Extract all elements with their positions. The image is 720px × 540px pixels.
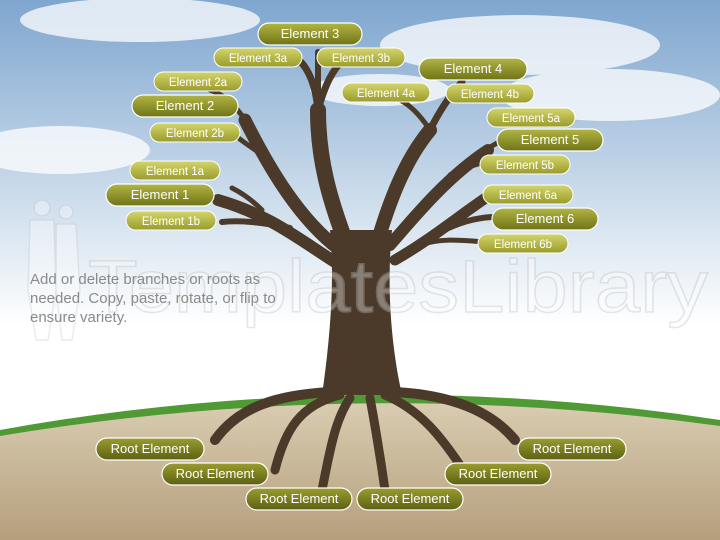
pill-element-6[interactable]: Element 6 [491, 207, 599, 231]
pill-element-5[interactable]: Element 5 [496, 128, 604, 152]
svg-text:Element 5b: Element 5b [496, 160, 554, 172]
svg-text:Element 2: Element 2 [156, 98, 215, 113]
pill-element-6a[interactable]: Element 6a [482, 184, 574, 205]
pill-element-3[interactable]: Element 3 [257, 22, 363, 46]
svg-text:Element 1a: Element 1a [146, 166, 205, 178]
pill-root-4[interactable]: Root Element [356, 487, 464, 511]
pill-element-3b[interactable]: Element 3b [316, 47, 406, 68]
trunk [322, 230, 402, 395]
pill-element-2b[interactable]: Element 2b [149, 122, 241, 143]
watermark-text: TemplatesLibrary [88, 245, 708, 328]
pill-element-6b[interactable]: Element 6b [477, 233, 569, 254]
svg-text:Element 3b: Element 3b [332, 53, 390, 65]
pill-root-5[interactable]: Root Element [444, 462, 552, 486]
svg-text:Element 4b: Element 4b [461, 89, 519, 101]
root-labels: Root Element Root Element Root Element R… [95, 437, 627, 511]
pill-element-4a[interactable]: Element 4a [341, 82, 431, 103]
svg-text:Root Element: Root Element [533, 441, 612, 456]
svg-text:Element 3: Element 3 [281, 26, 340, 41]
pill-root-6[interactable]: Root Element [517, 437, 627, 461]
svg-text:Element 3a: Element 3a [229, 53, 288, 65]
pill-element-1a[interactable]: Element 1a [129, 160, 221, 181]
instruction-text: Add or delete branches or roots as neede… [30, 271, 276, 326]
pill-element-3a[interactable]: Element 3a [213, 47, 303, 68]
svg-text:Element 5a: Element 5a [502, 113, 561, 125]
svg-text:Element 1: Element 1 [131, 187, 190, 202]
tree [207, 49, 520, 495]
pill-element-4[interactable]: Element 4 [418, 57, 528, 81]
pill-root-1[interactable]: Root Element [95, 437, 205, 461]
people-silhouette-icon [27, 199, 81, 341]
sub-branch-labels: Element 3a Element 3b Element 2a Element… [125, 47, 576, 254]
svg-text:Root Element: Root Element [111, 441, 190, 456]
pill-element-2a[interactable]: Element 2a [153, 71, 243, 92]
svg-text:Element 6a: Element 6a [499, 190, 558, 202]
svg-text:Element 1b: Element 1b [142, 216, 200, 228]
svg-text:Root Element: Root Element [459, 466, 538, 481]
svg-text:Root Element: Root Element [176, 466, 255, 481]
svg-text:Element 6b: Element 6b [494, 239, 552, 251]
svg-text:Element 2b: Element 2b [166, 128, 224, 140]
pill-root-3[interactable]: Root Element [245, 487, 353, 511]
branch-labels: Element 3 Element 4 Element 2 Element 5 … [105, 22, 604, 231]
pill-root-2[interactable]: Root Element [161, 462, 269, 486]
svg-text:Element 6: Element 6 [516, 211, 575, 226]
svg-text:Root Element: Root Element [371, 491, 450, 506]
pill-element-1b[interactable]: Element 1b [125, 210, 217, 231]
pill-element-2[interactable]: Element 2 [131, 94, 239, 118]
svg-text:Root Element: Root Element [260, 491, 339, 506]
pill-element-4b[interactable]: Element 4b [445, 83, 535, 104]
pill-element-5a[interactable]: Element 5a [486, 107, 576, 128]
watermark: TemplatesLibrary [27, 199, 709, 341]
pill-element-1[interactable]: Element 1 [105, 183, 215, 207]
pill-element-5b[interactable]: Element 5b [479, 154, 571, 175]
svg-text:Element 4a: Element 4a [357, 88, 416, 100]
svg-text:Element 5: Element 5 [521, 132, 580, 147]
ground-mound [0, 403, 720, 540]
svg-text:Element 2a: Element 2a [169, 77, 228, 89]
svg-text:Element 4: Element 4 [444, 61, 503, 76]
